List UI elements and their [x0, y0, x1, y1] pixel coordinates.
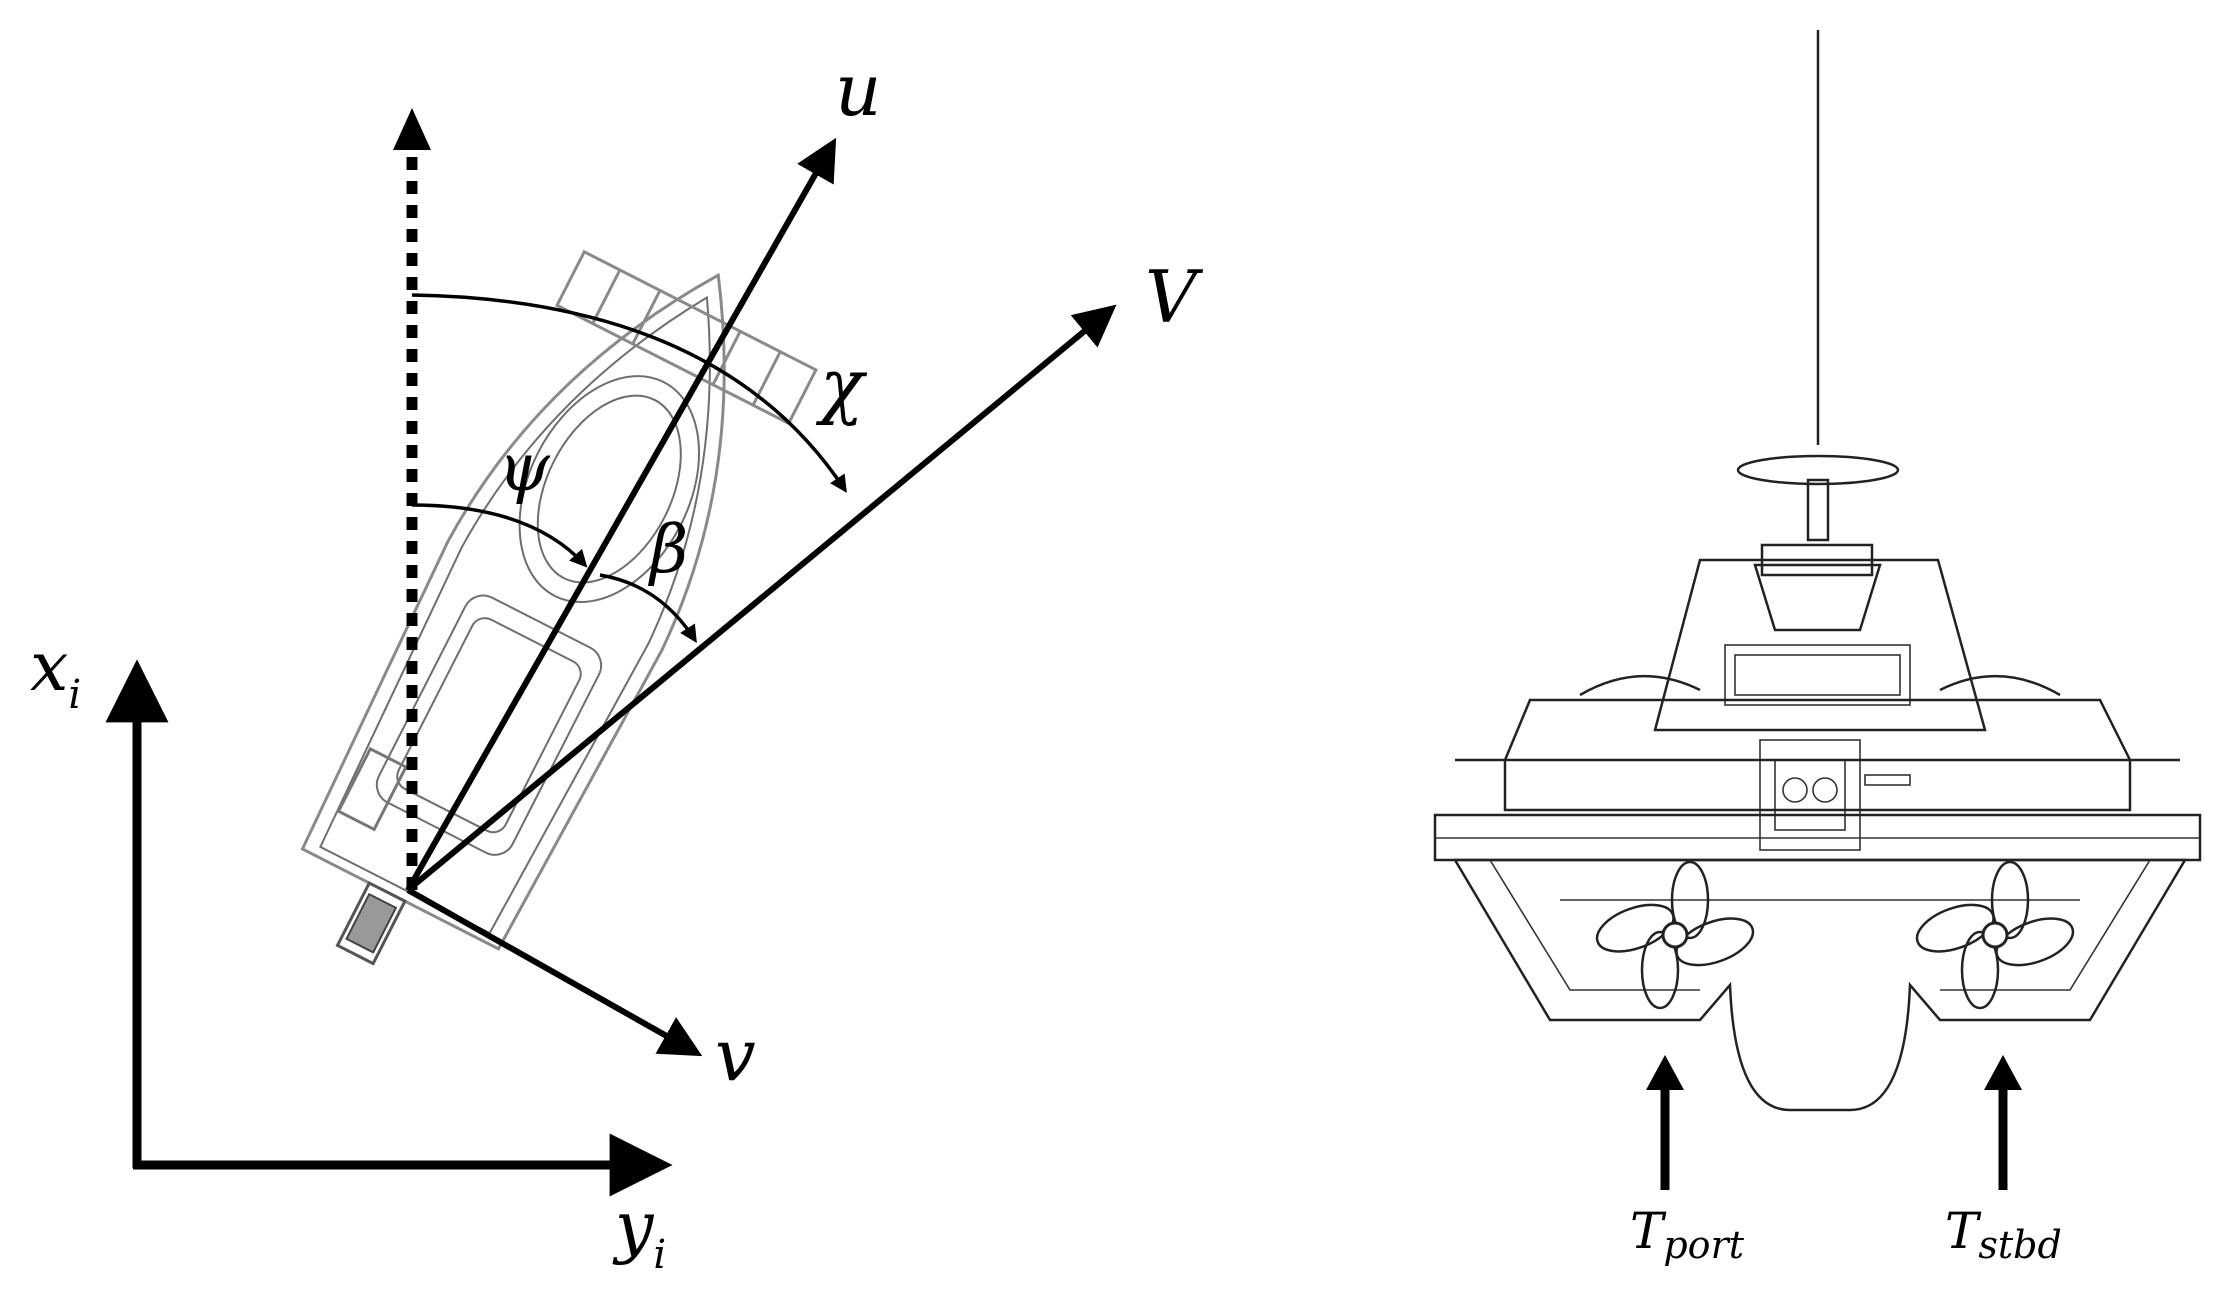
label-axis-x: xi	[30, 628, 81, 718]
label-thrust-stbd: Tstbd	[1945, 1202, 2062, 1267]
label-chi: χ	[815, 343, 868, 427]
label-u: u	[835, 48, 881, 132]
vector-V-velocity	[406, 304, 1117, 893]
thrust-stbd-arrowhead	[1984, 1055, 2022, 1090]
boat-top-view	[300, 249, 818, 966]
vector-u-surge	[405, 137, 837, 892]
label-v: v	[715, 1013, 756, 1097]
arc-heading-psi	[411, 503, 588, 568]
thrust-port-arrowhead	[1646, 1055, 1684, 1090]
left-panel: u V v χ ψ β xi yi	[30, 48, 1204, 1278]
arc-course-chi	[411, 293, 847, 493]
label-beta: β	[647, 511, 688, 588]
right-panel: Tport Tstbd	[1433, 30, 2202, 1267]
propeller-stbd	[1915, 860, 2075, 1010]
arc-sideslip-beta	[599, 573, 697, 643]
propeller-port	[1595, 860, 1755, 1010]
label-V: V	[1145, 255, 1204, 339]
vessel-rear-view	[1433, 30, 2202, 1112]
north-reference-arrowhead	[393, 108, 431, 150]
label-axis-y: yi	[612, 1188, 666, 1278]
label-thrust-port: Tport	[1630, 1202, 1745, 1267]
label-psi: ψ	[498, 429, 551, 506]
vector-v-sway	[406, 887, 703, 1057]
